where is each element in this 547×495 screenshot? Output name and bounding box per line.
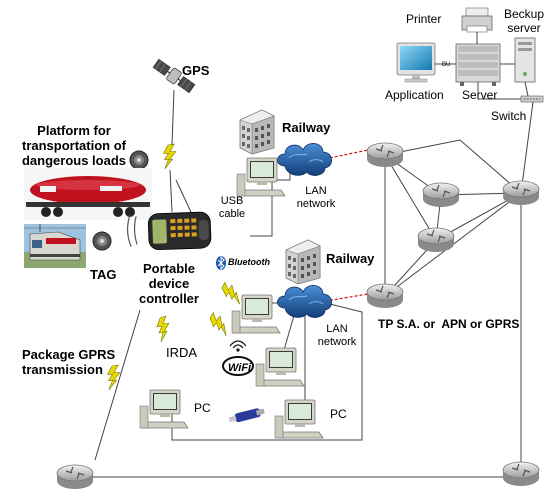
red-links — [319, 149, 369, 303]
lan-top-label: LAN network — [286, 185, 346, 210]
tank-car-photo — [24, 168, 152, 220]
router-icon — [366, 142, 404, 168]
controller-label: Portable device controller — [132, 261, 206, 307]
application-label: Application — [385, 88, 444, 102]
lan-mid-label: LAN network — [312, 323, 362, 348]
pc-icon — [274, 399, 324, 439]
switch-label: Switch — [491, 109, 527, 123]
printer-icon — [461, 7, 493, 33]
tower-server-icon — [514, 37, 536, 83]
backup-server-label-line2: server — [507, 20, 541, 35]
package-gprs-label: Package GPRS transmission — [22, 347, 116, 378]
gps-label: GPS — [182, 63, 210, 78]
pc-left-label: PC — [194, 401, 211, 415]
backup-server-label-line1: Beckup — [503, 7, 545, 21]
tag-label: TAG — [90, 267, 117, 282]
router-icon — [502, 180, 540, 206]
lan-top-label-line1: LAN — [305, 185, 327, 197]
package-gprs-label-line1: Package GPRS — [22, 347, 116, 362]
platform-label-line3: dangerous loads — [21, 152, 127, 168]
printer-label: Printer — [406, 12, 442, 26]
usb-cable-label: USB cable — [216, 195, 248, 220]
bluetooth-label: Bluetooth — [228, 257, 270, 267]
sensor-tag-icon — [129, 150, 149, 170]
router-icon — [502, 461, 540, 487]
usb-cable-label-line1: USB — [220, 195, 244, 207]
handheld-device-icon — [126, 211, 212, 251]
switch-icon — [520, 95, 544, 103]
lan-mid-label-line1: LAN — [326, 323, 348, 335]
satellite-icon — [152, 58, 196, 94]
pc-icon — [236, 157, 286, 197]
usb-stick-icon — [228, 408, 265, 423]
cloud-network-icon — [277, 142, 333, 176]
pc-icon — [255, 347, 305, 387]
building-icon — [285, 239, 321, 285]
router-icon — [366, 283, 404, 309]
cloud-network-icon — [277, 284, 333, 318]
wifi-icon — [222, 340, 254, 376]
lan-mid-label-line2: network — [317, 335, 357, 348]
router-icon — [422, 182, 460, 208]
server-label: Server — [462, 88, 498, 102]
irda-label: IRDA — [166, 345, 198, 360]
platform-label-line1: Platform for — [37, 123, 111, 138]
railway-mid-label: Railway — [326, 251, 375, 266]
pc-icon — [139, 389, 189, 429]
platform-label-line2: transportation of — [22, 137, 126, 153]
building-icon — [239, 109, 275, 155]
package-gprs-label-line2: transmission — [22, 361, 103, 377]
controller-label-line2: device — [148, 275, 190, 291]
usb-cable-label-line2: cable — [218, 207, 246, 220]
backup-server-label: Beckup server — [502, 7, 546, 36]
bluetooth-icon — [216, 255, 226, 271]
controller-label-line3: controller — [139, 290, 199, 306]
controller-label-line1: Portable — [142, 261, 195, 276]
tp-sa-label: TP S.A. or APN or GPRS — [378, 317, 520, 331]
railway-top-label: Railway — [282, 120, 331, 135]
pc-icon — [231, 294, 281, 334]
sensor-tag-icon — [92, 231, 112, 251]
rack-server-icon — [455, 43, 501, 86]
router-icon — [417, 227, 455, 253]
pc-right-label: PC — [330, 407, 347, 421]
platform-label: Platform for transportation of dangerous… — [6, 123, 142, 169]
train-photo — [24, 224, 86, 268]
wifi-label: WiFi — [228, 362, 252, 374]
lan-top-label-line2: network — [296, 197, 336, 210]
application-monitor-icon — [396, 42, 436, 83]
server-room-links — [435, 32, 529, 100]
gps-links — [94, 89, 175, 461]
server-tag-label: BU — [442, 62, 451, 68]
router-icon — [56, 464, 94, 490]
